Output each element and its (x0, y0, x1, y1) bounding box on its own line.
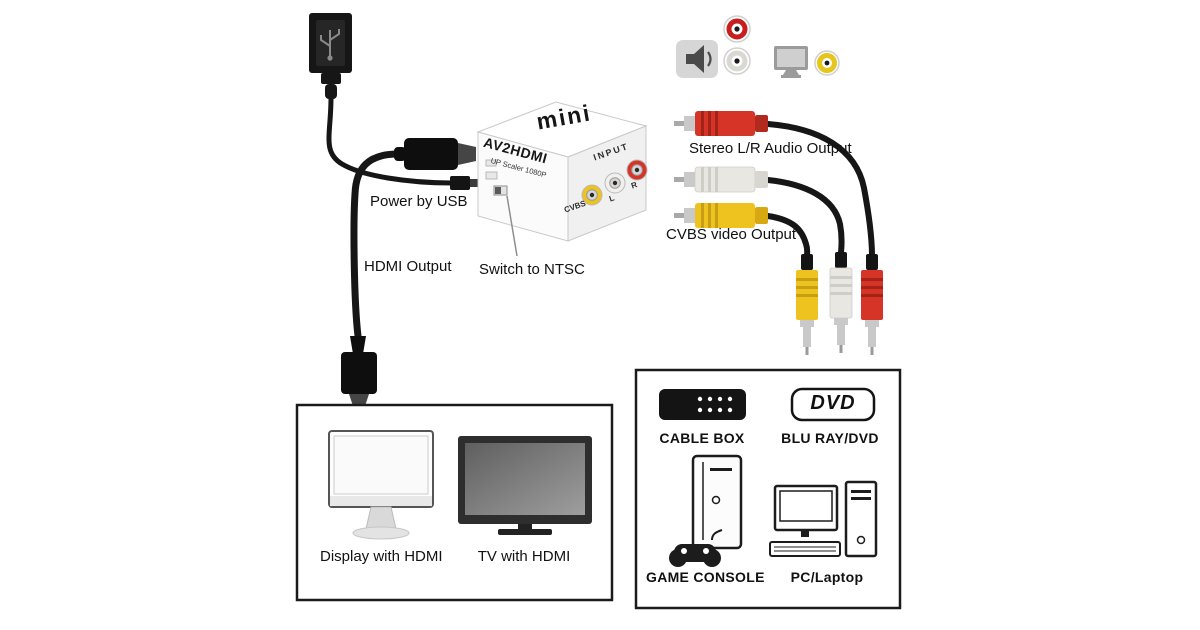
cable-box-icon (659, 389, 746, 420)
display-caption: Display with HDMI (320, 548, 443, 565)
rca-cable-white (765, 177, 845, 257)
rca-jack-red-icon (626, 159, 648, 181)
game-console-icon (669, 454, 743, 567)
switch-callout-line (506, 195, 518, 257)
rca-jack-yellow-icon (581, 184, 603, 206)
display-legend-icon (774, 46, 808, 78)
tv-icon (458, 436, 592, 535)
usb-power-cable (326, 95, 455, 186)
bottom-rca-plug-white-icon (829, 252, 853, 353)
rca-cable-red (765, 121, 875, 259)
rca-plug-yellow-icon (674, 203, 768, 228)
cable-box-caption: CABLE BOX (659, 430, 745, 446)
video-port-yellow-icon (814, 50, 840, 76)
switch-to-ntsc-label: Switch to NTSC (479, 261, 585, 278)
hdmi-output-label: HDMI Output (364, 258, 452, 275)
audio-port-white-icon (723, 47, 751, 75)
cvbs-output-label: CVBS video Output (666, 226, 797, 243)
power-by-usb-label: Power by USB (370, 193, 468, 210)
usb-connector-icon (309, 13, 352, 99)
rca-plug-white-icon (674, 166, 768, 193)
stereo-output-label: Stereo L/R Audio Output (689, 140, 852, 157)
hdmi-side-connector-icon (394, 138, 476, 170)
hdmi-cable (350, 150, 402, 340)
dvd-badge-label: DVD (810, 392, 856, 414)
bottom-rca-plug-yellow-icon (796, 254, 818, 355)
speaker-icon (676, 40, 718, 78)
rca-cable-yellow (765, 213, 811, 259)
blu-ray-caption: BLU RAY/DVD (781, 430, 879, 446)
pc-laptop-caption: PC/Laptop (790, 569, 864, 585)
ntsc-switch-icon (493, 185, 508, 196)
dvd-badge (790, 387, 876, 422)
converter-box (476, 101, 648, 257)
audio-port-red-icon (723, 15, 751, 43)
power-plug-icon (450, 176, 478, 190)
imac-display-icon (328, 430, 434, 540)
rca-jack-white-icon (604, 172, 626, 194)
pc-laptop-icon (769, 480, 878, 558)
bottom-rca-plug-red-icon (861, 254, 883, 355)
rca-plug-red-icon (674, 111, 768, 136)
hdmi-bottom-connector-icon (341, 336, 377, 406)
tv-caption: TV with HDMI (477, 548, 571, 565)
game-console-caption: GAME CONSOLE (646, 569, 765, 585)
